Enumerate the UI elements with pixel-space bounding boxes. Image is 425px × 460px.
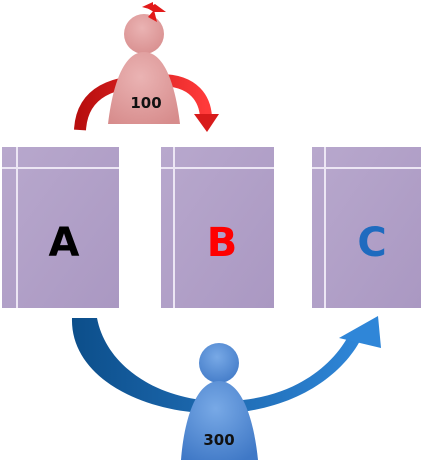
- box-c-label: C: [357, 220, 386, 266]
- red-arrowhead-icon: [194, 114, 219, 132]
- blue-arc-icon: [71, 318, 363, 414]
- person-figure-bottom: 300: [181, 343, 258, 460]
- person-icon: [108, 14, 180, 124]
- box-b-label: B: [207, 220, 238, 266]
- box-a-label: A: [49, 220, 80, 266]
- top-figure-value: 100: [130, 94, 161, 112]
- blue-arrowhead-icon: [339, 316, 381, 348]
- box-b: B: [161, 147, 274, 308]
- bottom-figure-value: 300: [203, 431, 234, 449]
- box-a: A: [2, 147, 119, 308]
- hair-bow-icon: [142, 2, 166, 22]
- person-icon: [181, 343, 258, 460]
- person-figure-top: 100: [108, 2, 180, 124]
- box-c: C: [312, 147, 421, 308]
- bottom-transfer-arrow: [71, 316, 381, 414]
